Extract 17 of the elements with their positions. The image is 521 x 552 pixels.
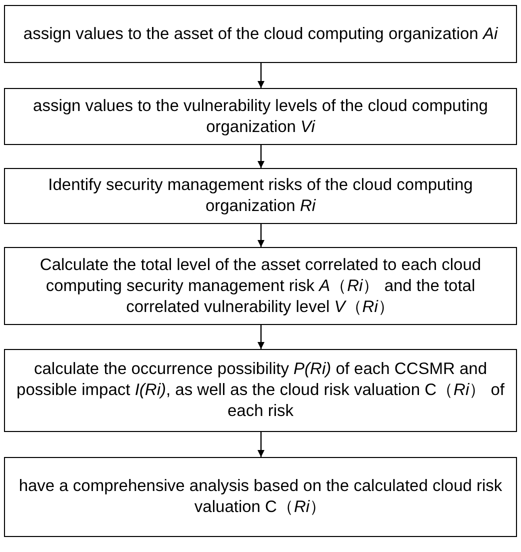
process-box	[4, 247, 517, 325]
process-box	[4, 457, 517, 537]
step-text: calculate the occurrence possibility P(Ri) of each CCSMR and possible impact I(Ri), as well as the cloud risk valuation C（Ri） of each risk	[16, 359, 506, 422]
process-box	[4, 349, 517, 432]
arrow	[258, 145, 264, 168]
step-text: Calculate the total level of the asset correlated to each cloud computing security management risk A（Ri） and the total correlated vulnerability level V（Ri）	[38, 254, 482, 318]
step-text: assign values to the vulnerability levels of the cloud computing organization Vi	[32, 96, 489, 138]
step-text: assign values to the asset of the cloud computing organization Ai	[23, 24, 498, 44]
process-box	[4, 88, 517, 145]
arrow	[258, 63, 264, 88]
step-text: Identify security management risks of the cloud computing organization Ri	[47, 175, 474, 217]
arrow	[258, 325, 264, 349]
process-box	[4, 168, 517, 224]
step-text: have a comprehensive analysis based on the calculated cloud risk valuation C（Ri）	[18, 476, 504, 518]
process-box	[4, 5, 517, 63]
arrow	[258, 224, 264, 247]
arrow	[258, 432, 264, 457]
